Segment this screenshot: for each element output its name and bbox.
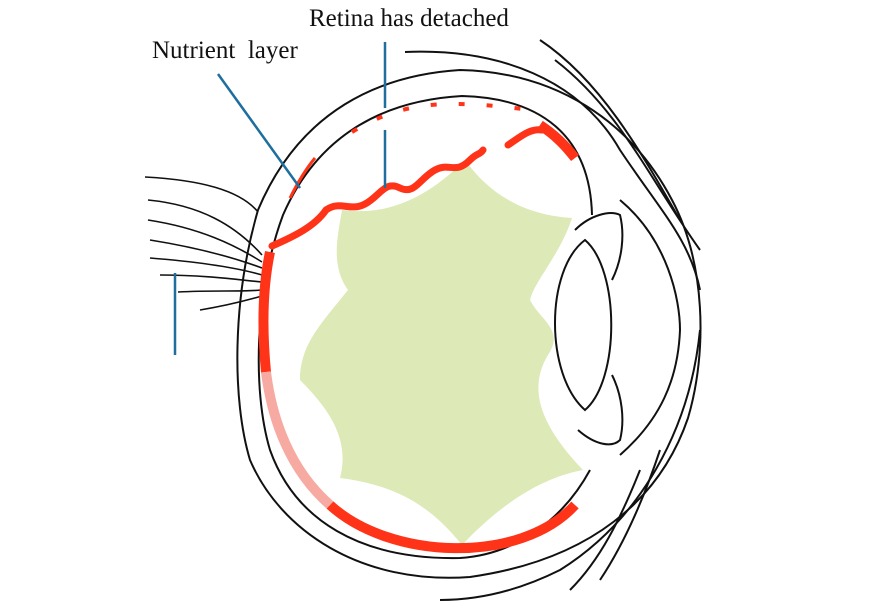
- eyelid-line-upper: [404, 50, 701, 291]
- iris-lower: [577, 374, 624, 446]
- optic-nerve: [144, 176, 263, 311]
- lens: [554, 238, 613, 412]
- nutrient-layer-label: Nutrient layer: [152, 37, 298, 64]
- nutrient-layer-bottom: [326, 501, 579, 554]
- nutrient-layer-left: [258, 250, 275, 373]
- sclera-outline: [236, 68, 702, 579]
- retina-detached-label: Retina has detached: [309, 5, 509, 32]
- eyelid-line-upper-3: [554, 59, 701, 251]
- eyelid-line-lower: [439, 329, 701, 601]
- cornea: [619, 199, 682, 456]
- eyelid-line-upper-2: [539, 39, 681, 221]
- vitreous-blob: [300, 160, 583, 545]
- nutrient-layer-top-dashes: [350, 101, 531, 134]
- eyelid-line-lower-2: [569, 469, 641, 591]
- leader-nutrient-layer: [216, 73, 302, 189]
- detached-retina: [268, 146, 487, 250]
- iris-upper: [574, 212, 624, 281]
- eyelid-line-lower-3: [599, 449, 661, 581]
- nutrient-layer-upper-left-thin: [288, 157, 317, 199]
- nutrient-layer-faded: [261, 371, 334, 509]
- detached-retina-right: [504, 126, 546, 149]
